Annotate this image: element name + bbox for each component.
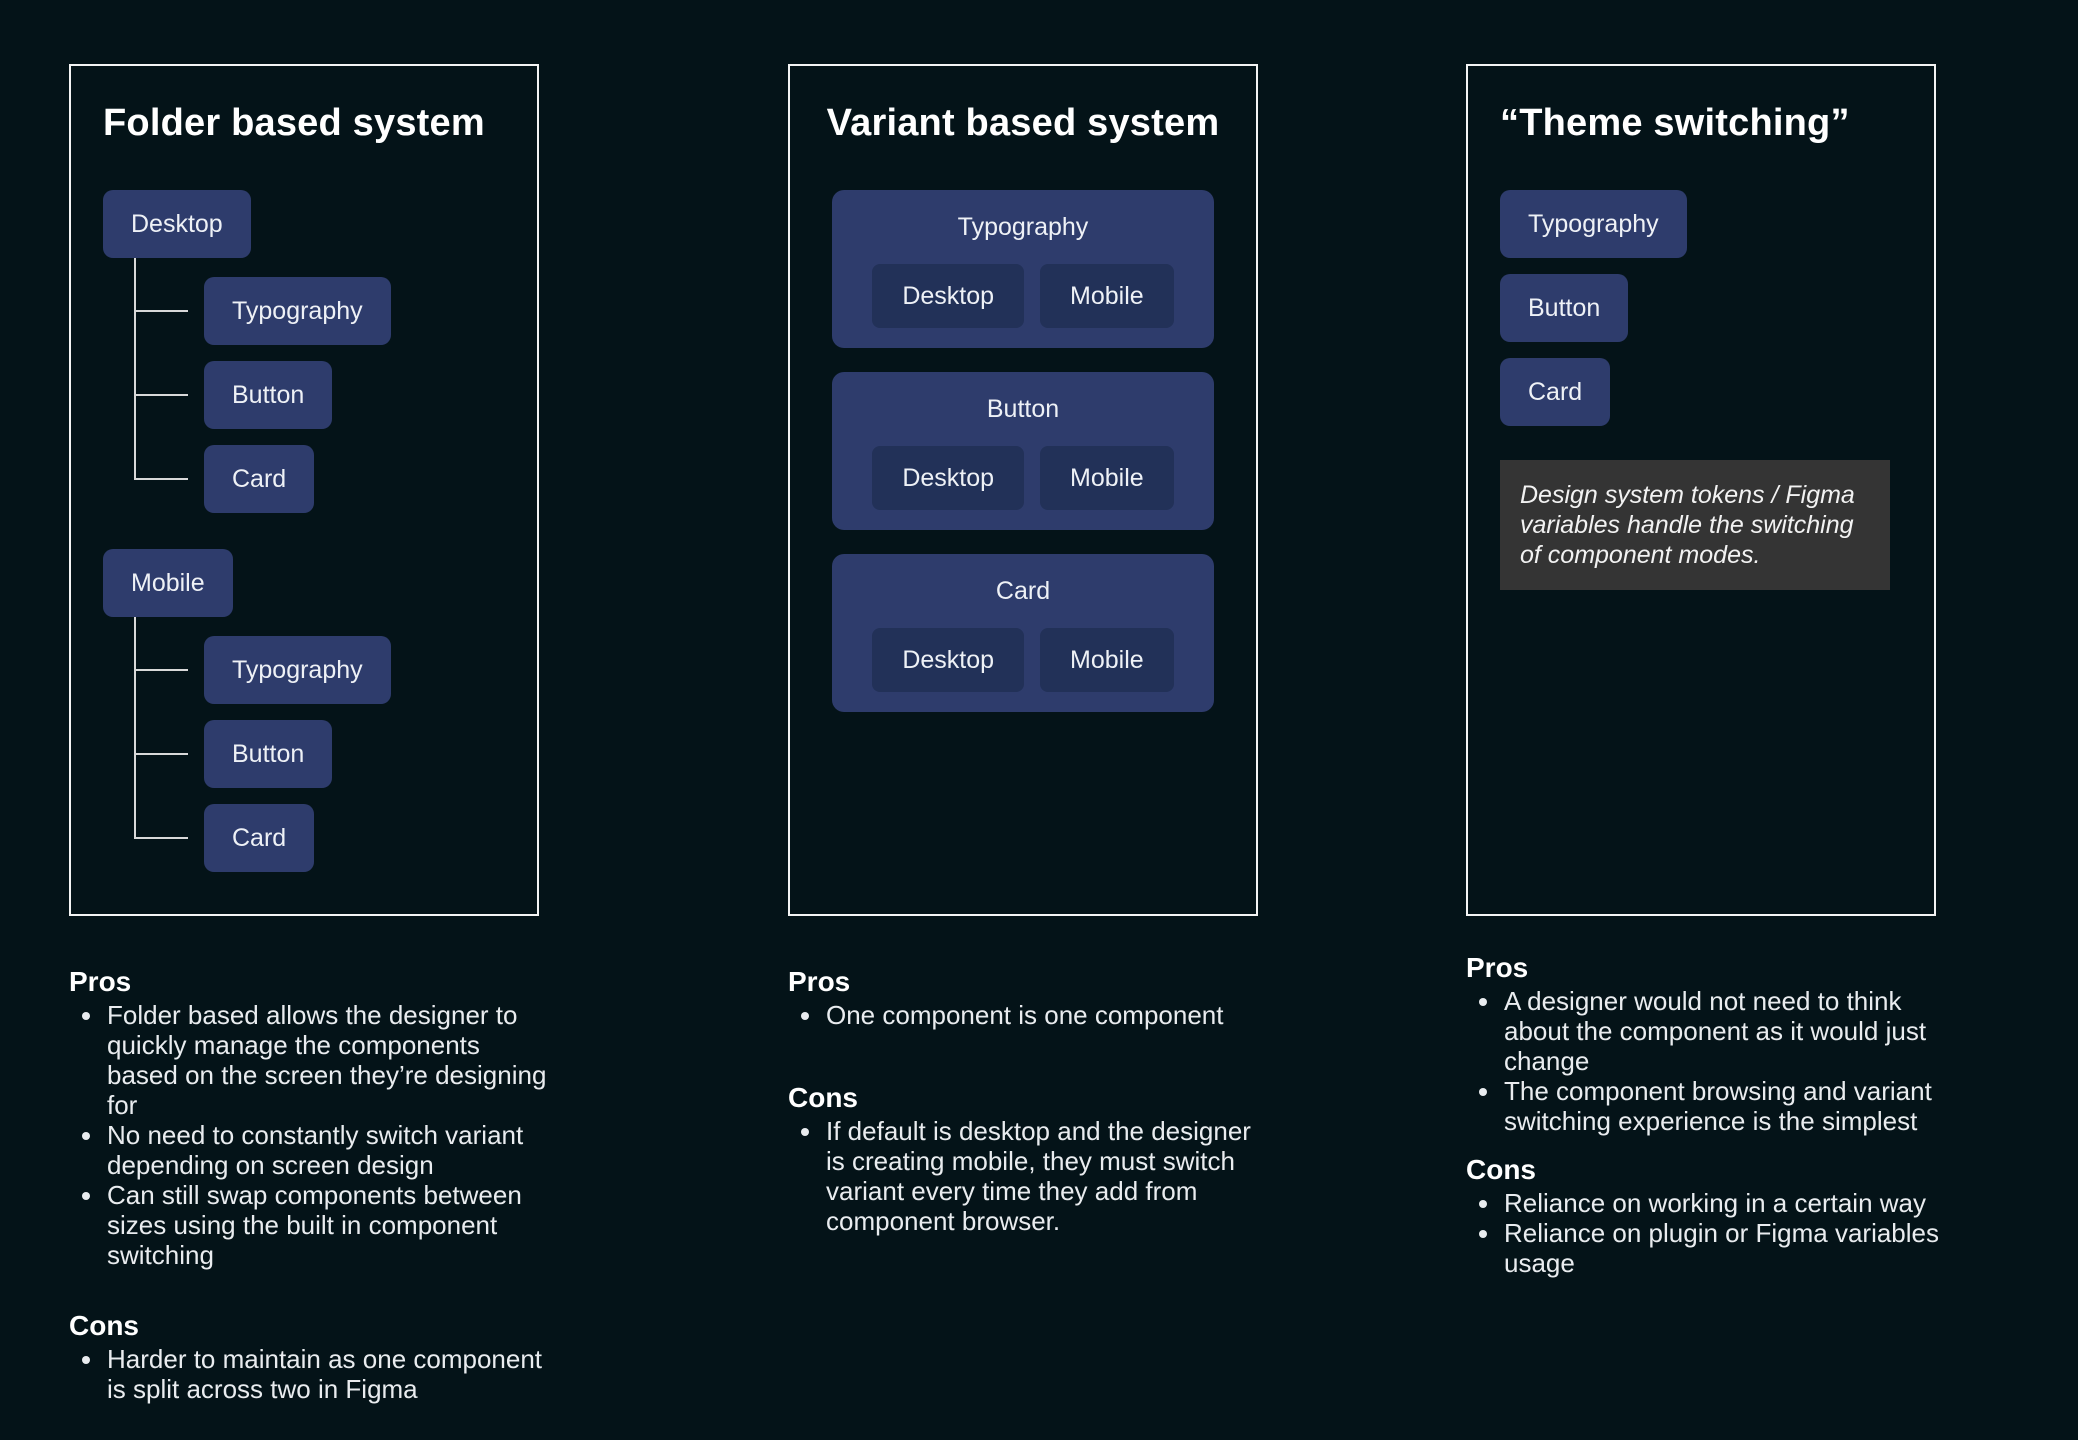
column-theme-switching: “Theme switching” Typography Button Card… [1466, 64, 1939, 1278]
theme-node-button: Button [1500, 274, 1629, 342]
pros-item: One component is one component [824, 1000, 1274, 1030]
tree-group-mobile: Mobile Typography Button Card [103, 549, 505, 872]
cons-heading: Cons [1466, 1154, 1536, 1185]
pros-heading: Pros [69, 966, 132, 997]
pros-list: One component is one component [788, 1000, 1274, 1030]
panel-title-variant-based: Variant based system [826, 102, 1220, 144]
cons-item: Reliance on plugin or Figma variables us… [1502, 1218, 1952, 1278]
variant-chip-mobile: Mobile [1040, 446, 1174, 510]
pros-heading: Pros [788, 966, 851, 997]
tree-child: Button [134, 361, 505, 429]
variant-chip-mobile: Mobile [1040, 628, 1174, 692]
pros-section: Pros A designer would not need to think … [1466, 952, 1952, 1136]
tree-node-card: Card [204, 804, 315, 872]
pros-list: Folder based allows the designer to quic… [69, 1000, 555, 1270]
variant-chips: Desktop Mobile [856, 264, 1190, 328]
tree-child: Typography [134, 277, 505, 345]
pros-heading: Pros [1466, 952, 1529, 983]
tree-node-button: Button [204, 361, 333, 429]
variant-group-label: Button [986, 395, 1060, 423]
pros-item: The component browsing and variant switc… [1502, 1076, 1952, 1136]
pros-item: No need to constantly switch variant dep… [105, 1120, 555, 1180]
variant-group-typography: Typography Desktop Mobile [832, 190, 1214, 348]
tree-node-typography: Typography [204, 636, 391, 704]
tree-node-typography: Typography [204, 277, 391, 345]
panel-variant-based: Variant based system Typography Desktop … [788, 64, 1258, 916]
panel-theme-switching: “Theme switching” Typography Button Card… [1466, 64, 1936, 916]
cons-item: Harder to maintain as one component is s… [105, 1344, 555, 1404]
variant-group-label: Typography [957, 213, 1089, 241]
tree-root-mobile: Mobile [103, 549, 233, 617]
tree-node-button: Button [204, 720, 333, 788]
variant-chip-desktop: Desktop [872, 446, 1025, 510]
cons-section: Cons Reliance on working in a certain wa… [1466, 1154, 1952, 1278]
pros-section: Pros One component is one component [788, 966, 1274, 1030]
column-variant-based: Variant based system Typography Desktop … [788, 64, 1258, 1236]
tree-child: Typography [134, 636, 505, 704]
cons-section: Cons If default is desktop and the desig… [788, 1082, 1274, 1236]
variant-chips: Desktop Mobile [856, 628, 1190, 692]
pros-cons-variant-based: Pros One component is one component Cons… [788, 966, 1274, 1236]
cons-list: If default is desktop and the designer i… [788, 1116, 1274, 1236]
pros-item: Folder based allows the designer to quic… [105, 1000, 555, 1120]
tree-root-desktop: Desktop [103, 190, 251, 258]
pros-section: Pros Folder based allows the designer to… [69, 966, 555, 1270]
pros-item: A designer would not need to think about… [1502, 986, 1952, 1076]
tree-group-desktop: Desktop Typography Button Card [103, 190, 505, 513]
variant-group-card: Card Desktop Mobile [832, 554, 1214, 712]
tree-node-card: Card [204, 445, 315, 513]
variant-group-button: Button Desktop Mobile [832, 372, 1214, 530]
tree-children-desktop: Typography Button Card [134, 258, 505, 513]
cons-list: Reliance on working in a certain way Rel… [1466, 1188, 1952, 1278]
variant-chips: Desktop Mobile [856, 446, 1190, 510]
variant-group-label: Card [995, 577, 1051, 605]
tree-children-mobile: Typography Button Card [134, 617, 505, 872]
theme-node-card: Card [1500, 358, 1611, 426]
cons-section: Cons Harder to maintain as one component… [69, 1310, 555, 1404]
pros-list: A designer would not need to think about… [1466, 986, 1952, 1136]
tree-child: Card [134, 445, 505, 513]
panel-title-folder-based: Folder based system [103, 102, 485, 144]
cons-heading: Cons [69, 1310, 139, 1341]
panel-title-theme-switching: “Theme switching” [1500, 102, 1850, 144]
cons-item: If default is desktop and the designer i… [824, 1116, 1274, 1236]
column-folder-based: Folder based system Desktop Typography B… [69, 64, 546, 1404]
tree-child: Card [134, 804, 505, 872]
variant-chip-desktop: Desktop [872, 264, 1025, 328]
pros-cons-folder-based: Pros Folder based allows the designer to… [69, 966, 555, 1404]
variant-chip-mobile: Mobile [1040, 264, 1174, 328]
theme-node-typography: Typography [1500, 190, 1687, 258]
theme-note: Design system tokens / Figma variables h… [1500, 460, 1890, 590]
pros-item: Can still swap components between sizes … [105, 1180, 555, 1270]
panel-folder-based: Folder based system Desktop Typography B… [69, 64, 539, 916]
theme-component-stack: Typography Button Card [1500, 190, 1902, 426]
cons-item: Reliance on working in a certain way [1502, 1188, 1952, 1218]
cons-heading: Cons [788, 1082, 858, 1113]
variant-chip-desktop: Desktop [872, 628, 1025, 692]
tree-child: Button [134, 720, 505, 788]
pros-cons-theme-switching: Pros A designer would not need to think … [1466, 952, 1952, 1278]
cons-list: Harder to maintain as one component is s… [69, 1344, 555, 1404]
